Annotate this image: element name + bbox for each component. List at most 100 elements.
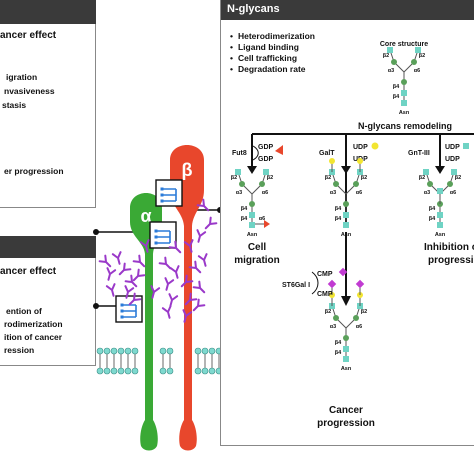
glycan-ligand [196, 229, 207, 243]
ligand-stroke [164, 277, 175, 291]
linkage-label: α3 [236, 190, 242, 196]
enzyme-st6gal: ST6Gal I [282, 282, 310, 289]
lipid-head [159, 367, 167, 375]
mannose-residue [333, 181, 339, 187]
linkage-label: β2 [361, 175, 367, 181]
mannose-residue [401, 79, 407, 85]
ligand-stroke [105, 283, 116, 297]
asn-label: Asn [247, 232, 258, 238]
ligand-stroke [196, 198, 210, 212]
sialic-acid-icon [338, 267, 348, 277]
connector-dot [93, 303, 99, 309]
glycan-linkage [237, 171, 267, 228]
linkage-label: β2 [231, 175, 237, 181]
mannose-residue [447, 181, 453, 187]
remodeling-label: N-glycans remodeling [358, 121, 452, 131]
glycan-ligand [98, 254, 112, 268]
glycan-ligand [150, 285, 161, 299]
glycan-ligand [124, 285, 135, 299]
glycan-ligand [139, 239, 150, 253]
glcnac-residue [423, 169, 429, 175]
glycan-linkage [425, 171, 455, 228]
glycan-ligand [196, 198, 210, 212]
glycan-linkage [331, 171, 361, 228]
mannose-residue [411, 59, 417, 65]
cancer-effect-line: stasis [2, 100, 27, 110]
glycan-branch [162, 188, 177, 202]
glycan-ligand [204, 216, 218, 230]
ligand-stroke [188, 260, 202, 274]
glycan-ligand [164, 277, 175, 291]
cancer-effect-line: nvasiveness [4, 86, 55, 96]
connector-dot [93, 229, 99, 235]
glycan-icon [154, 229, 171, 245]
glycan-ligand [168, 293, 179, 307]
ligand-stroke [118, 262, 132, 276]
function-item: Cell trafficking [230, 53, 315, 64]
ligand-stroke [132, 254, 146, 268]
ligand-stroke [106, 267, 117, 281]
glycan-icon [160, 187, 177, 203]
lipid-head [96, 347, 104, 355]
lipid-head [208, 367, 216, 375]
lipid-head [103, 367, 111, 375]
linkage-label: β2 [419, 175, 425, 181]
glycan-linkage [331, 305, 361, 362]
ligand-stroke [192, 280, 206, 294]
ligand-stroke [124, 274, 138, 288]
outcome-cancer-progression: Cancer [329, 405, 363, 416]
glcnac-residue [343, 346, 349, 352]
lipid-head [110, 347, 118, 355]
outcome-inhibition: progressi [428, 255, 474, 266]
ligand-stroke [168, 240, 182, 254]
linkage-label: β4 [393, 84, 400, 90]
lipid-head [110, 367, 118, 375]
galactose-icon [371, 142, 379, 150]
lipid-head [117, 347, 125, 355]
glcnac-residue [343, 212, 349, 218]
glycan-unit [154, 229, 158, 233]
glycan-ligand [111, 251, 122, 265]
glycan-ligand [197, 253, 208, 267]
ligand-stroke [204, 216, 218, 230]
linkage-label: β4 [241, 216, 248, 222]
ligand-stroke [150, 285, 161, 299]
alpha-label: α [140, 206, 151, 226]
asn-label: Asn [341, 232, 352, 238]
glcnac-icon [463, 143, 469, 149]
mannose-residue [353, 315, 359, 321]
glycan-unit [160, 193, 164, 197]
glcnac-residue [437, 212, 443, 218]
ligand-stroke [169, 265, 180, 279]
glcnac-residue [451, 169, 457, 175]
glcnac-residue [249, 222, 255, 228]
glycan-ligand [105, 283, 116, 297]
ligand-stroke [192, 298, 206, 312]
glcnac-residue [437, 188, 443, 194]
mannose-residue [353, 181, 359, 187]
donor-udp: UDP [445, 144, 460, 151]
lipid-head [124, 367, 132, 375]
ligand-stroke [180, 274, 194, 288]
galactose-residue [357, 158, 363, 164]
glycan-ligand [184, 292, 198, 306]
glycan-ligand [168, 240, 182, 254]
lipid-head [201, 347, 209, 355]
glcnac-residue [343, 222, 349, 228]
alpha-subunit [130, 193, 162, 451]
outcome-inhibition: Inhibition of c [424, 242, 474, 253]
linkage-label: β2 [419, 53, 425, 59]
lipid-head [208, 347, 216, 355]
asn-label: Asn [399, 110, 410, 116]
ligand-stroke [132, 268, 146, 282]
enzyme-fut8: Fut8 [232, 150, 247, 157]
glycan-ligand [132, 254, 146, 268]
glycan-unit [160, 199, 164, 203]
lipid-head [96, 367, 104, 375]
glcnac-residue [343, 356, 349, 362]
mannose-residue [333, 315, 339, 321]
arrow-heads [247, 166, 445, 306]
linkage-label: β4 [335, 216, 342, 222]
mannose-residue [343, 335, 349, 341]
